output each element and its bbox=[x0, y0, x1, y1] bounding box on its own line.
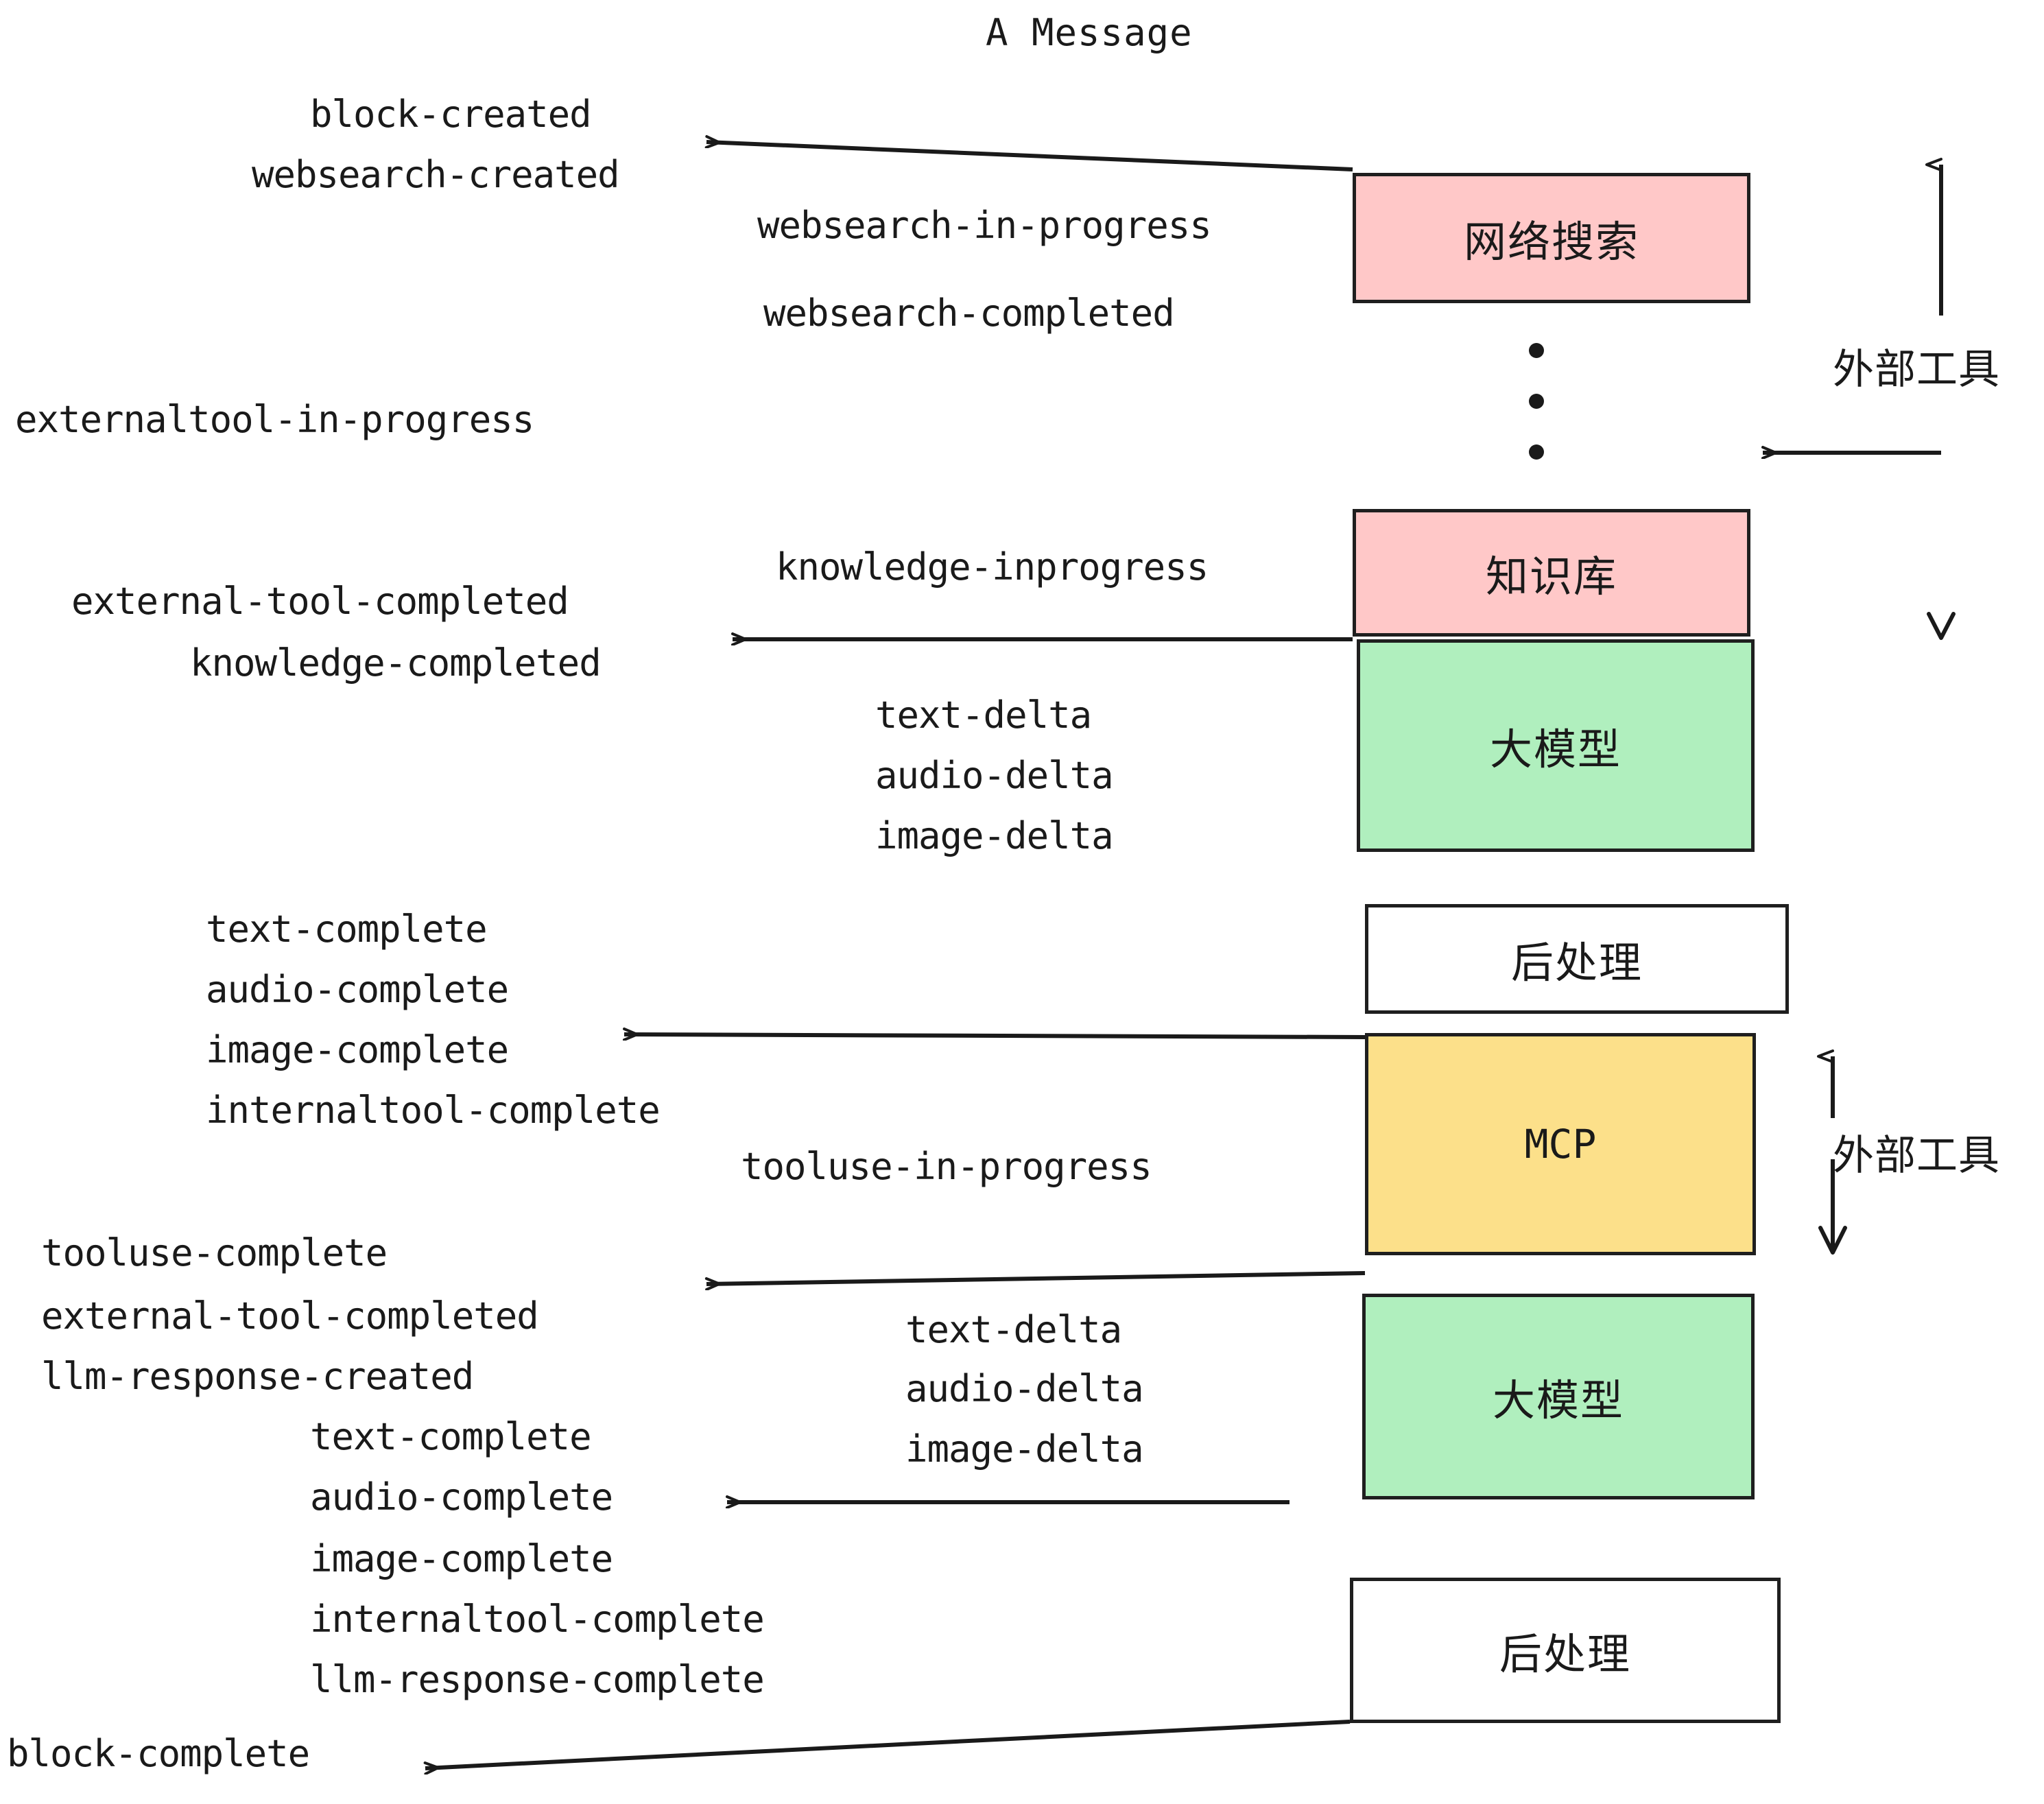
event-label-tooluse-in-progress: tooluse-in-progress bbox=[741, 1145, 1152, 1188]
group-label-external-tools-bottom: 外部工具 bbox=[1833, 1132, 2000, 1178]
event-label-external-tool-completed-2: external-tool-completed bbox=[41, 1294, 539, 1338]
node-postprocess-2-label: 后处理 bbox=[1499, 1631, 1631, 1678]
node-llm-2-label: 大模型 bbox=[1492, 1377, 1624, 1425]
node-postprocess-2[interactable]: 后处理 bbox=[1350, 1578, 1781, 1723]
event-label-text-delta-2: text-delta bbox=[905, 1308, 1122, 1351]
event-label-internaltool-complete-1: internaltool-complete bbox=[206, 1089, 661, 1132]
node-llm-2[interactable]: 大模型 bbox=[1362, 1294, 1755, 1499]
event-label-image-complete-1: image-complete bbox=[206, 1028, 509, 1071]
node-knowledgebase-label: 知识库 bbox=[1485, 554, 1617, 601]
node-mcp[interactable]: MCP bbox=[1365, 1033, 1756, 1255]
event-label-audio-delta-2: audio-delta bbox=[905, 1367, 1144, 1410]
event-label-audio-complete-2: audio-complete bbox=[310, 1475, 613, 1519]
arrowhead-external-tools-top-down bbox=[1927, 612, 1956, 640]
event-label-websearch-completed: websearch-completed bbox=[763, 292, 1175, 335]
page-title: A Message bbox=[986, 11, 1193, 54]
arrow-websearch-to-block-created bbox=[706, 142, 1353, 171]
event-label-external-tool-completed-1: external-tool-completed bbox=[71, 580, 569, 623]
event-label-text-complete-2: text-complete bbox=[310, 1415, 592, 1458]
event-label-websearch-in-progress: websearch-in-progress bbox=[757, 204, 1212, 247]
node-websearch[interactable]: 网络搜索 bbox=[1353, 173, 1750, 303]
event-label-knowledge-completed: knowledge-completed bbox=[190, 641, 602, 685]
node-llm-1-label: 大模型 bbox=[1489, 726, 1621, 774]
event-label-image-complete-2: image-complete bbox=[310, 1537, 613, 1580]
vertical-ellipsis-icon bbox=[1528, 343, 1545, 460]
event-label-audio-delta-1: audio-delta bbox=[875, 754, 1114, 797]
event-label-image-delta-1: image-delta bbox=[875, 814, 1114, 857]
node-websearch-label: 网络搜索 bbox=[1463, 219, 1639, 266]
event-label-block-complete: block-complete bbox=[7, 1732, 310, 1775]
arrow-mcp-to-tooluse-complete bbox=[706, 1271, 1366, 1284]
node-postprocess-1-label: 后处理 bbox=[1510, 940, 1643, 987]
event-label-llm-response-created: llm-response-created bbox=[41, 1355, 474, 1398]
event-label-image-delta-2: image-delta bbox=[905, 1427, 1144, 1471]
event-label-knowledge-inprogress: knowledge-inprogress bbox=[776, 545, 1209, 589]
event-label-audio-complete-1: audio-complete bbox=[206, 968, 509, 1011]
arrow-postprocess1-to-image-complete bbox=[624, 1034, 1366, 1037]
node-mcp-label: MCP bbox=[1524, 1121, 1597, 1167]
group-label-external-tools-top: 外部工具 bbox=[1833, 346, 2000, 392]
event-label-text-delta-1: text-delta bbox=[875, 693, 1092, 737]
event-label-block-created: block-created bbox=[310, 93, 592, 136]
event-label-text-complete-1: text-complete bbox=[206, 907, 488, 951]
arrow-postprocess2-to-block-complete bbox=[425, 1720, 1351, 1768]
event-label-websearch-created: websearch-created bbox=[252, 153, 620, 196]
event-label-internaltool-complete-2: internaltool-complete bbox=[310, 1598, 765, 1641]
event-label-tooluse-complete: tooluse-complete bbox=[41, 1231, 388, 1274]
event-label-externaltool-in-progress: externaltool-in-progress bbox=[15, 398, 534, 441]
node-llm-1[interactable]: 大模型 bbox=[1357, 639, 1755, 852]
arrowhead-external-tools-bottom-down bbox=[1818, 1226, 1847, 1255]
event-label-llm-response-complete: llm-response-complete bbox=[310, 1658, 765, 1701]
node-knowledgebase[interactable]: 知识库 bbox=[1353, 509, 1750, 637]
node-postprocess-1[interactable]: 后处理 bbox=[1365, 904, 1789, 1014]
